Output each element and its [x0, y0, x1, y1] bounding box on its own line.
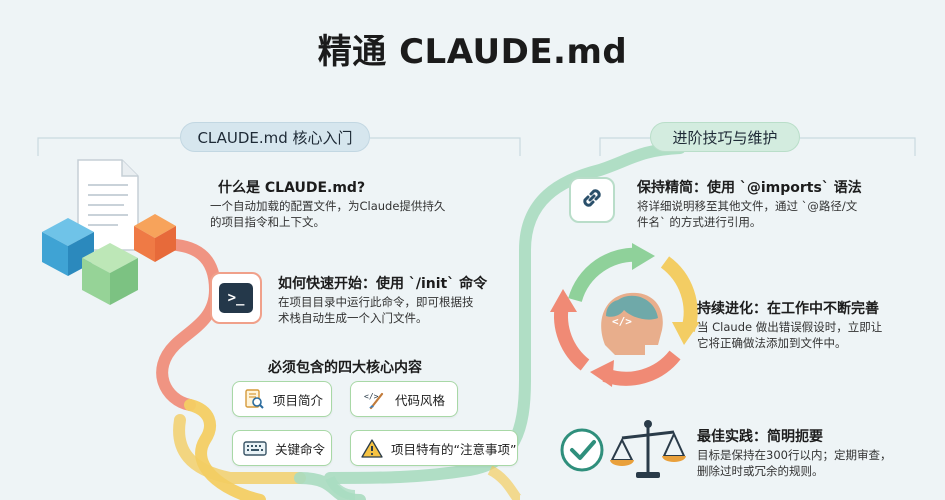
what-desc-line-2: 的项目指令和上下文。 — [210, 215, 325, 229]
document-cubes-illustration — [42, 159, 176, 305]
core-item-gotchas: 项目特有的“注意事项” — [350, 430, 518, 466]
left-bracket-line — [37, 137, 180, 156]
concise-desc-line-2: 件名` 的方式进行引用。 — [637, 215, 762, 229]
yellow-tail — [487, 465, 523, 500]
terminal-icon: >_ — [219, 283, 253, 313]
svg-text:</>: </> — [364, 392, 379, 401]
right-bracket-line-right — [800, 137, 916, 156]
core-heading: 必须包含的四大核心内容 — [268, 360, 422, 376]
what-heading: 什么是 CLAUDE.md? — [218, 180, 366, 196]
what-description: 一个自动加载的配置文件，为Claude提供持久 的项目指令和上下文。 — [210, 198, 490, 230]
best-description: 目标是保持在300行以内；定期审查， 删除过时或冗余的规则。 — [697, 447, 927, 479]
link-icon — [578, 184, 606, 216]
what-desc-line-1: 一个自动加载的配置文件，为Claude提供持久 — [210, 199, 446, 213]
core-item-label: 项目特有的“注意事项” — [391, 441, 517, 457]
best-heading: 最佳实践：简明扼要 — [697, 429, 823, 445]
section-pill-advanced: 进阶技巧与维护 — [650, 122, 800, 152]
check-scale-illustration — [560, 420, 686, 478]
quickstart-desc-line-1: 在项目目录中运行此命令，即可根据技 — [278, 295, 474, 309]
evolve-desc-line-2: 它将正确做法添加到文件中。 — [697, 336, 847, 350]
quickstart-desc-line-2: 术栈自动生成一个入门文件。 — [278, 311, 428, 325]
evolve-description: 当 Claude 做出错误假设时，立即让 它将正确做法添加到文件中。 — [697, 319, 917, 351]
core-item-code-style: </> 代码风格 — [350, 381, 458, 417]
document-search-icon — [243, 386, 265, 412]
concise-desc-line-1: 将详细说明移至其他文件，通过 `@路径/文 — [637, 199, 858, 213]
concise-description: 将详细说明移至其他文件，通过 `@路径/文 件名` 的方式进行引用。 — [637, 198, 907, 230]
left-bracket-line-right — [370, 137, 521, 156]
coral-ribbon — [144, 238, 222, 411]
evolve-desc-line-1: 当 Claude 做出错误假设时，立即让 — [697, 320, 883, 334]
warning-icon — [361, 435, 383, 461]
yellow-ribbon-2 — [173, 414, 306, 484]
core-item-label: 关键命令 — [275, 441, 326, 457]
terminal-icon-box: >_ — [210, 272, 262, 324]
code-brush-icon: </> — [361, 386, 387, 412]
core-item-label: 项目简介 — [273, 392, 324, 408]
link-icon-box — [569, 177, 615, 223]
concise-heading: 保持精简：使用 `@imports` 语法 — [637, 180, 862, 196]
best-desc-line-1: 目标是保持在300行以内；定期审查， — [697, 448, 892, 462]
quickstart-heading: 如何快速开始：使用 `/init` 命令 — [278, 276, 488, 292]
right-bracket-line — [599, 137, 650, 156]
quickstart-description: 在项目目录中运行此命令，即可根据技 术栈自动生成一个入门文件。 — [278, 294, 518, 326]
core-item-key-commands: 关键命令 — [232, 430, 332, 466]
page-title: 精通 CLAUDE.md — [317, 32, 628, 72]
cycle-arrows-illustration — [550, 243, 700, 387]
mint-tail — [325, 475, 356, 500]
core-item-project-intro: 项目简介 — [232, 381, 332, 417]
evolve-heading: 持续进化：在工作中不断完善 — [697, 301, 879, 317]
keyboard-icon — [243, 435, 267, 461]
best-desc-line-2: 删除过时或冗余的规则。 — [697, 464, 824, 478]
section-pill-basics: CLAUDE.md 核心入门 — [180, 122, 370, 152]
core-item-label: 代码风格 — [395, 392, 446, 408]
yellow-ribbon — [184, 399, 266, 500]
brain-code-icon: </> — [612, 315, 632, 328]
